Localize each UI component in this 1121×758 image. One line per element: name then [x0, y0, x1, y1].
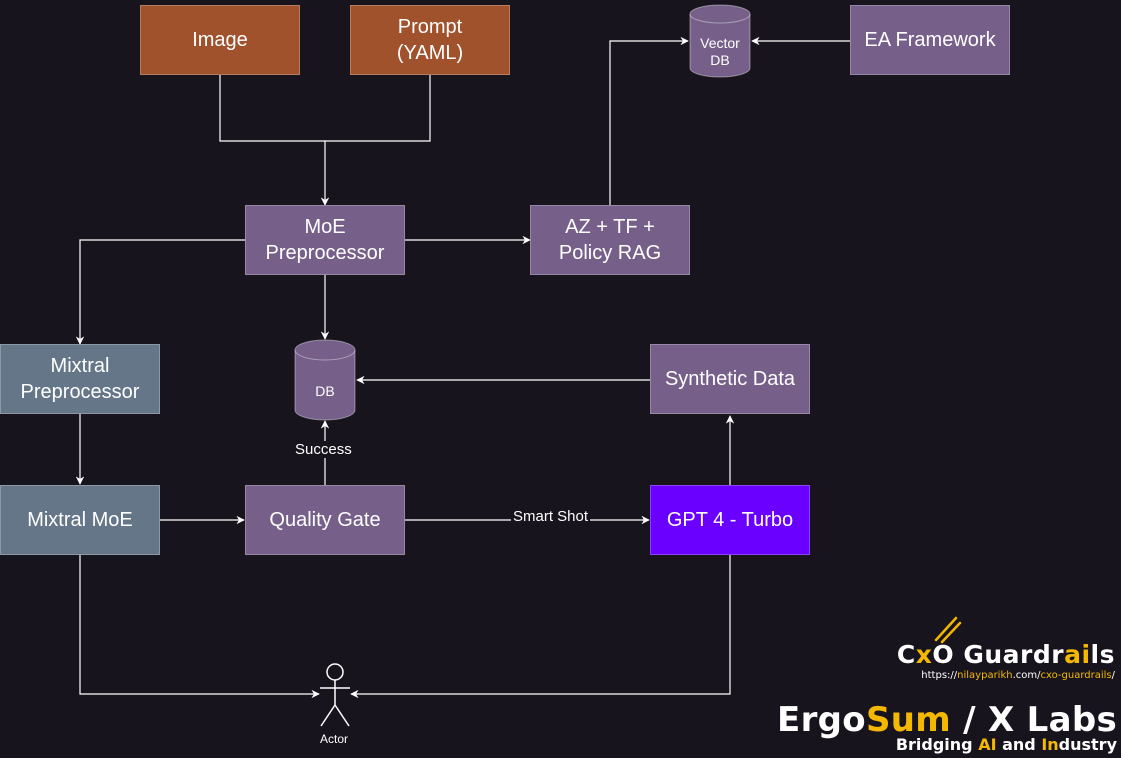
edge-az-to-vectordb [609, 36, 689, 205]
actor-icon [320, 663, 350, 727]
edge-label-success: Success [293, 441, 354, 458]
edge-prompt-to-moe [325, 75, 431, 142]
url-host: nilayparikh [957, 670, 1013, 681]
node-moe-preprocessor[interactable]: MoE Preprocessor [245, 205, 405, 275]
url-slash: / [1111, 670, 1115, 681]
edge-label-smart-shot: Smart Shot [511, 508, 591, 525]
sum-text: Sum [865, 700, 951, 740]
ergo-text: Ergo [777, 700, 866, 740]
tag-in: In [1041, 735, 1059, 754]
pen-nib-icon [934, 616, 962, 644]
node-image[interactable]: Image [140, 5, 300, 75]
tag-bridging: Bridging [895, 735, 979, 754]
db-label: DB [315, 383, 335, 399]
x-labs-text: / X Labs [950, 700, 1117, 740]
node-quality-gate[interactable]: Quality Gate [245, 485, 405, 555]
cxo-text-c: C [896, 640, 916, 669]
cxo-guardrails-url[interactable]: https://nilayparikh.com/cxo-guardrails/ [921, 670, 1115, 681]
url-domain: .com/ [1012, 670, 1041, 681]
cxo-text-x: x [915, 640, 933, 669]
edge-moe-to-mixtral-pre [75, 239, 245, 345]
actor-label: Actor [320, 732, 349, 746]
node-az-tf-policy-rag[interactable]: AZ + TF + Policy RAG [530, 205, 690, 275]
cxo-text-o-guardr: O Guardr [932, 640, 1065, 669]
tag-dustry: dustry [1058, 735, 1117, 754]
node-ea-framework[interactable]: EA Framework [850, 5, 1010, 75]
node-mixtral-moe[interactable]: Mixtral MoE [0, 485, 160, 555]
tag-ai: AI [978, 735, 997, 754]
node-gpt4-turbo[interactable]: GPT 4 - Turbo [650, 485, 810, 555]
cxo-text-ls: ls [1090, 640, 1115, 669]
ergosum-x-labs-logo: ErgoSum / X Labs [777, 700, 1117, 740]
edge-image-to-moe [219, 75, 330, 206]
url-scheme: https:// [921, 670, 958, 681]
node-synthetic-data[interactable]: Synthetic Data [650, 344, 810, 414]
edge-gpt-to-actor [350, 555, 731, 699]
edge-mixtral-to-actor [79, 555, 320, 699]
db-cylinder-shape [294, 339, 356, 421]
vector-db-label: Vector DB [700, 35, 740, 68]
brand-tagline: Bridging AI and Industry [896, 735, 1117, 754]
url-path: cxo-guardrails [1040, 670, 1112, 681]
tag-and: and [996, 735, 1042, 754]
node-mixtral-preprocessor[interactable]: Mixtral Preprocessor [0, 344, 160, 414]
node-prompt-yaml[interactable]: Prompt (YAML) [350, 5, 510, 75]
vector-db-cylinder-shape [689, 4, 751, 78]
cxo-text-ai: ai [1064, 640, 1091, 669]
